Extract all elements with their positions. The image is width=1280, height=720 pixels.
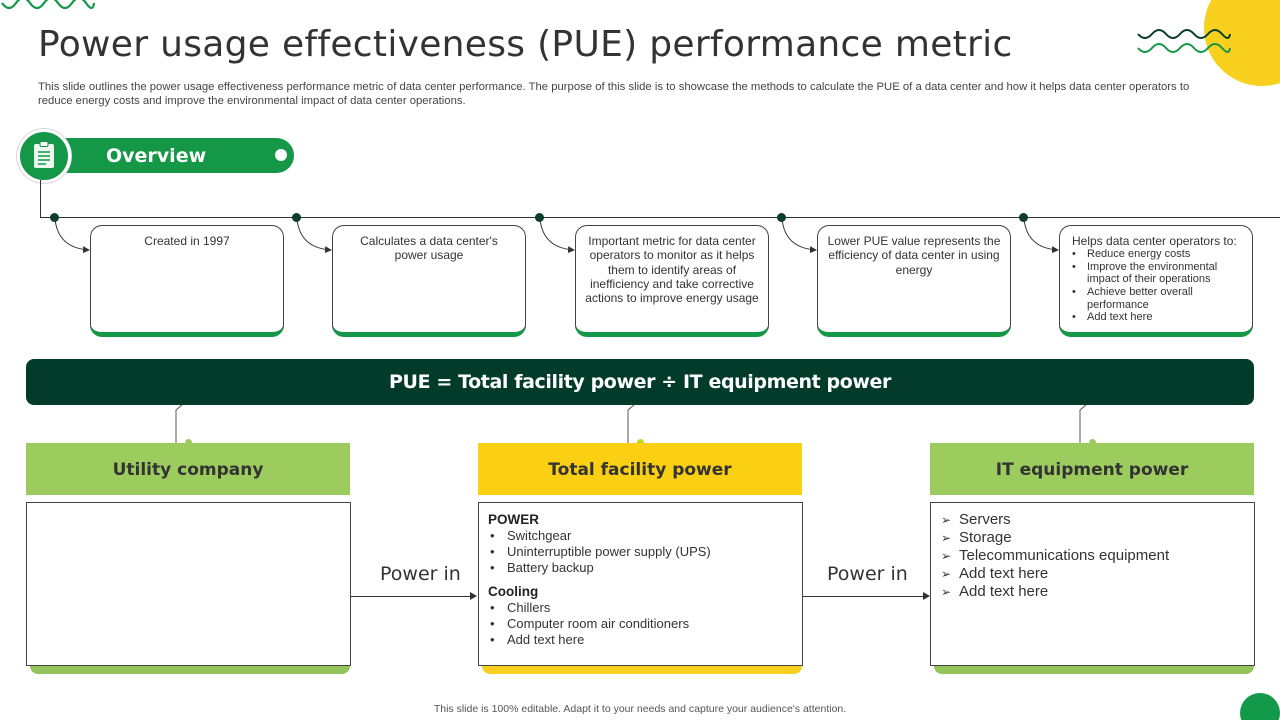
timeline-dot [1019, 213, 1028, 222]
page-subtitle: This slide outlines the power usage effe… [38, 81, 1190, 107]
list-item: Improve the environmental impact of thei… [1068, 261, 1244, 286]
timeline-dot [777, 213, 786, 222]
card-text: Important metric for data center operato… [585, 234, 759, 306]
overview-card-3: Important metric for data center operato… [575, 225, 769, 337]
total-facility-power-box: POWER Switchgear Uninterruptible power s… [478, 502, 803, 666]
overview-card-4: Lower PUE value represents the efficienc… [817, 225, 1011, 337]
power-in-arrow-left [351, 596, 471, 597]
power-in-label-right: Power in [827, 563, 908, 585]
overview-card-1: Created in 1997 [90, 225, 284, 337]
power-in-arrow-right [803, 596, 924, 597]
list-item: Switchgear [488, 528, 793, 544]
card-text: Helps data center operators to: [1072, 234, 1237, 248]
list-item: Reduce energy costs [1068, 248, 1244, 261]
list-item: Add text here [941, 565, 1244, 583]
cooling-list: Chillers Computer room air conditioners … [488, 600, 793, 648]
wave-decoration-top-right [1137, 29, 1231, 53]
it-equipment-power-box: Servers Storage Telecommunications equip… [930, 502, 1255, 666]
timeline-connector-arrows [54, 218, 1059, 254]
overview-dot [275, 149, 287, 161]
utility-company-header: Utility company [26, 443, 350, 495]
timeline-horizontal-line [40, 217, 1280, 218]
arrow-head-icon [923, 592, 930, 600]
page-title: Power usage effectiveness (PUE) performa… [38, 24, 1013, 65]
list-item: Uninterruptible power supply (UPS) [488, 544, 793, 560]
list-item: Battery backup [488, 560, 793, 576]
list-item: Add text here [1068, 311, 1244, 324]
timeline-dot [535, 213, 544, 222]
list-item: Telecommunications equipment [941, 547, 1244, 565]
power-in-label-left: Power in [380, 563, 461, 585]
timeline-dot [292, 213, 301, 222]
card-bullet-list: Reduce energy costs Improve the environm… [1068, 248, 1244, 324]
power-section-title: POWER [488, 512, 540, 527]
list-item: Storage [941, 529, 1244, 547]
list-item: Computer room air conditioners [488, 616, 793, 632]
green-circle-decoration [1240, 693, 1280, 720]
timeline-vertical-line [40, 180, 41, 218]
pue-formula-banner: PUE = Total facility power ÷ IT equipmen… [26, 359, 1254, 405]
overview-label: Overview [106, 145, 207, 167]
list-item: Achieve better overall performance [1068, 286, 1244, 311]
it-equipment-list: Servers Storage Telecommunications equip… [941, 511, 1244, 601]
card-text: Created in 1997 [144, 234, 230, 248]
it-equipment-power-header: IT equipment power [930, 443, 1254, 495]
total-facility-power-header: Total facility power [478, 443, 802, 495]
cooling-section-title: Cooling [488, 584, 539, 599]
clipboard-icon [34, 141, 54, 168]
overview-icon-circle [17, 129, 71, 183]
list-item: Add text here [941, 583, 1244, 601]
arrow-head-icon [470, 592, 477, 600]
overview-card-5: Helps data center operators to: Reduce e… [1059, 225, 1253, 337]
timeline-dot [50, 213, 59, 222]
list-item: Servers [941, 511, 1244, 529]
power-list: Switchgear Uninterruptible power supply … [488, 528, 793, 576]
overview-pill [44, 138, 294, 173]
list-item: Chillers [488, 600, 793, 616]
utility-company-box [26, 502, 351, 666]
overview-card-2: Calculates a data center's power usage [332, 225, 526, 337]
footer-note: This slide is 100% editable. Adapt it to… [433, 703, 847, 715]
card-text: Lower PUE value represents the efficienc… [827, 234, 1001, 277]
card-text: Calculates a data center's power usage [360, 234, 498, 263]
list-item: Add text here [488, 632, 793, 648]
wave-decoration-top-left [1, 0, 96, 10]
